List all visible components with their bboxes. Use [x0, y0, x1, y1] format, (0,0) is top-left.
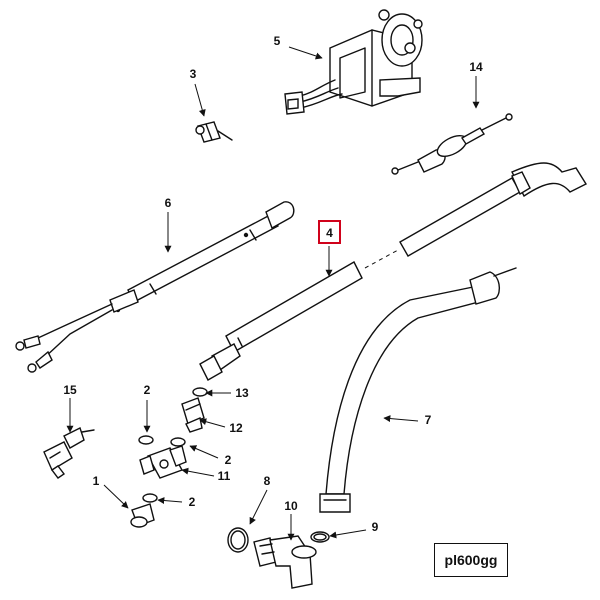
- part-11-tee-fitting[interactable]: [139, 445, 187, 479]
- callout-4-highlight-box: [318, 220, 341, 244]
- part-9-o-ring[interactable]: [310, 531, 330, 543]
- part-14-inline-component[interactable]: [391, 113, 513, 175]
- callout-12[interactable]: 12: [229, 421, 243, 435]
- callout-8[interactable]: 8: [264, 474, 271, 488]
- callout-2-upper[interactable]: 2: [144, 383, 151, 397]
- callout-9[interactable]: 9: [372, 520, 379, 534]
- part-13-o-ring[interactable]: [192, 387, 208, 397]
- leader-arrows: [66, 46, 480, 541]
- part-5-pump-motor[interactable]: [284, 9, 423, 115]
- part-2-o-ring-upper[interactable]: [138, 435, 154, 445]
- callout-13[interactable]: 13: [235, 386, 249, 400]
- part-4-hose[interactable]: [199, 162, 588, 381]
- part-2-o-ring-lower[interactable]: [142, 493, 158, 503]
- part-2-o-ring-middle[interactable]: [170, 437, 186, 447]
- callout-2-middle[interactable]: 2: [225, 453, 232, 467]
- callout-3[interactable]: 3: [190, 67, 197, 81]
- part-15-fitting[interactable]: [43, 427, 95, 479]
- callout-4[interactable]: 4: [326, 226, 333, 240]
- part-1-plug[interactable]: [130, 503, 155, 528]
- callout-2-lower[interactable]: 2: [189, 495, 196, 509]
- part-6-wiring-harness[interactable]: [15, 201, 295, 373]
- part-10-elbow-fitting[interactable]: [253, 535, 317, 589]
- part-3-switch[interactable]: [195, 121, 233, 143]
- figure-code-label: pl600gg: [444, 552, 498, 568]
- callout-6[interactable]: 6: [165, 196, 172, 210]
- callout-labels: 5 3 14 6 4 15 2 13 12 2 11 2 1 7 8 10 9: [63, 34, 483, 534]
- part-12-adapter[interactable]: [181, 397, 205, 433]
- callout-15[interactable]: 15: [63, 383, 77, 397]
- callout-1[interactable]: 1: [93, 474, 100, 488]
- part-7-curved-hose[interactable]: [319, 267, 517, 513]
- callout-7[interactable]: 7: [425, 413, 432, 427]
- part-8-o-ring[interactable]: [227, 527, 249, 553]
- callout-10[interactable]: 10: [284, 499, 298, 513]
- figure-code-box: pl600gg: [434, 543, 508, 577]
- callout-11[interactable]: 11: [218, 469, 231, 483]
- callout-5[interactable]: 5: [274, 34, 281, 48]
- callout-14[interactable]: 14: [469, 60, 483, 74]
